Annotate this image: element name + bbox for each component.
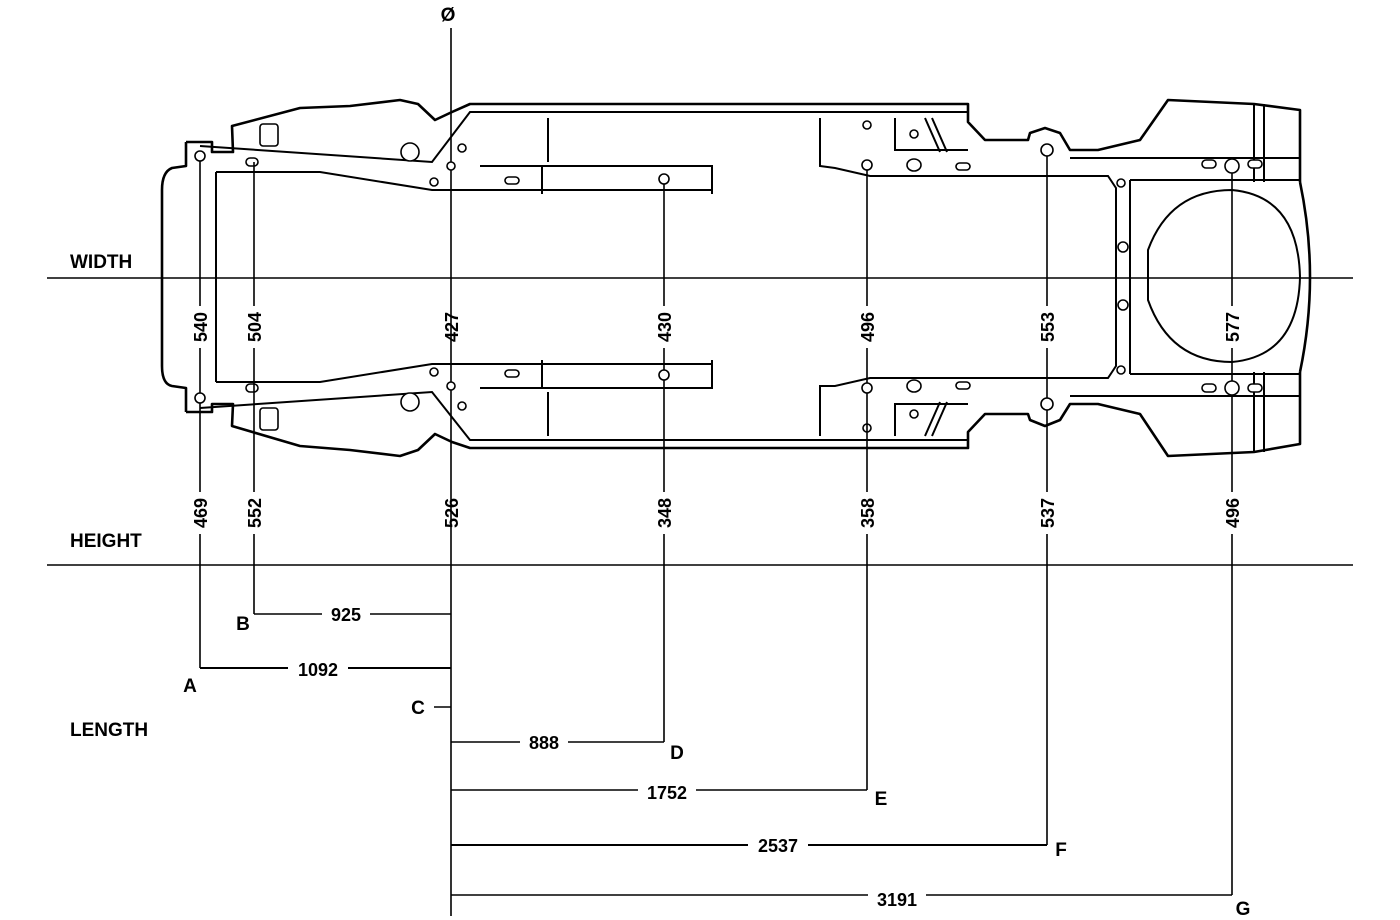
length-value-f: 2537 (758, 836, 798, 856)
point-label-b: B (236, 614, 250, 635)
point-e-upper-marker (861, 159, 873, 171)
height-value-d: 348 (655, 498, 675, 528)
length-value-e: 1752 (647, 783, 687, 803)
length-values: 925 1092 888 1752 2537 3191 (298, 605, 917, 910)
point-label-c: C (411, 698, 425, 719)
length-value-d: 888 (529, 733, 559, 753)
width-value-d: 430 (655, 312, 675, 342)
point-label-f: F (1055, 840, 1067, 861)
width-values: 540 504 427 430 496 553 577 (191, 312, 1243, 342)
width-label: WIDTH (70, 252, 132, 273)
measurement-point-markers (194, 143, 1240, 411)
point-g-upper-marker (1224, 158, 1240, 174)
point-e-lower-marker (861, 382, 873, 394)
point-a-lower-marker (194, 392, 206, 404)
length-value-a: 1092 (298, 660, 338, 680)
point-g-lower-marker (1224, 380, 1240, 396)
height-values: 469 552 526 348 358 537 496 (191, 498, 1243, 528)
point-label-g: G (1236, 899, 1251, 920)
point-label-d: D (670, 743, 684, 764)
point-a-upper-marker (194, 150, 206, 162)
length-dimension-lines (200, 613, 1232, 896)
height-value-g: 496 (1223, 498, 1243, 528)
point-f-lower-marker (1040, 397, 1054, 411)
point-c-lower-marker (446, 381, 456, 391)
point-d-lower-marker (658, 369, 670, 381)
height-value-f: 537 (1038, 498, 1058, 528)
height-value-e: 358 (858, 498, 878, 528)
width-value-e: 496 (858, 312, 878, 342)
length-value-b: 925 (331, 605, 361, 625)
point-d-upper-marker (658, 173, 670, 185)
width-value-b: 504 (245, 312, 265, 342)
height-value-c: 526 (442, 498, 462, 528)
point-vertical-lines (199, 150, 1233, 895)
length-label: LENGTH (70, 720, 148, 741)
height-value-a: 469 (191, 498, 211, 528)
width-value-c: 427 (442, 312, 462, 342)
reference-lines (47, 28, 1353, 916)
width-value-f: 553 (1038, 312, 1058, 342)
point-c-upper-marker (446, 161, 456, 171)
height-label: HEIGHT (70, 531, 142, 552)
point-letters: A B C D E F G (183, 614, 1250, 920)
point-label-a: A (183, 676, 197, 697)
datum-symbol: Ø (441, 5, 456, 26)
point-label-e: E (875, 789, 888, 810)
point-f-upper-marker (1040, 143, 1054, 157)
length-value-g: 3191 (877, 890, 917, 910)
width-value-a: 540 (191, 312, 211, 342)
width-value-g: 577 (1223, 312, 1243, 342)
height-value-b: 552 (245, 498, 265, 528)
chassis-outline (160, 98, 1312, 458)
